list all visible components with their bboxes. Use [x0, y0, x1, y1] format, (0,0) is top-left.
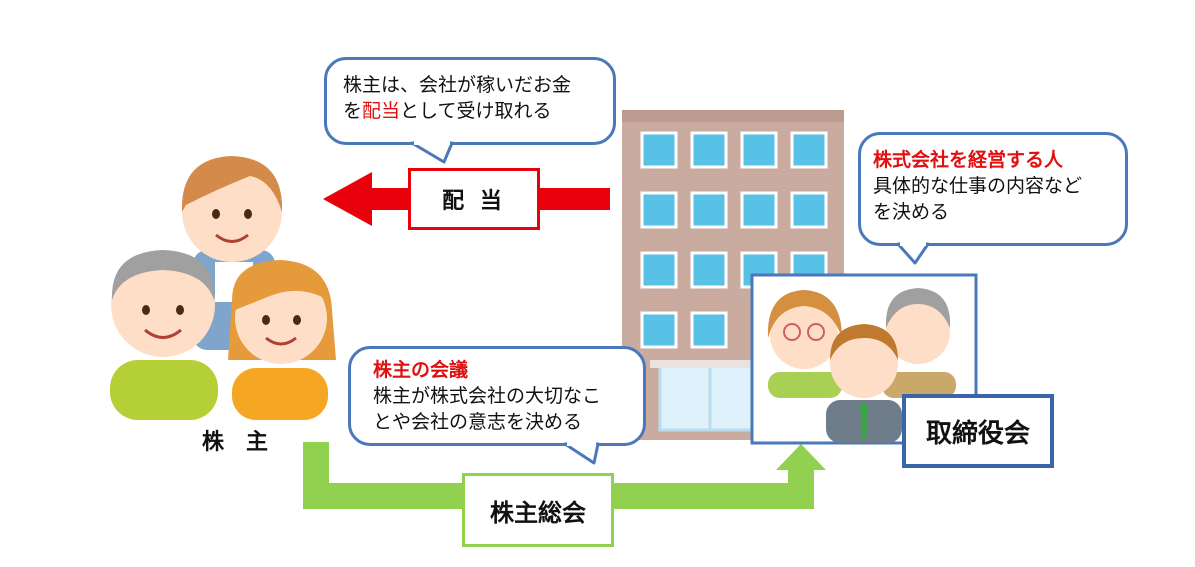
management-bubble-line2: を決める [873, 201, 950, 223]
dividend-bubble-line1: 株主は、会社が稼いだお金 [343, 74, 572, 96]
shareholders-label: 株 主 [201, 430, 268, 455]
management-bubble-title: 株式会社を経営する人 [873, 149, 1064, 171]
management-bubble-tail [896, 242, 930, 265]
dividend-bubble-line2: を配当として受け取れる [343, 100, 552, 122]
dividend-label: 配 当 [408, 168, 540, 230]
meeting-bubble-title: 株主の会議 [373, 359, 469, 381]
management-bubble-line1: 具体的な仕事の内容など [873, 175, 1083, 197]
dividend-highlight: 配当 [362, 100, 401, 122]
board-of-directors-label: 取締役会 [902, 394, 1054, 468]
meeting-bubble-tail [563, 442, 600, 465]
shareholders-illustration [110, 156, 336, 420]
management-bubble: 株式会社を経営する人 具体的な仕事の内容など を決める [858, 132, 1128, 246]
meeting-bubble-line2: とや会社の意志を決める [373, 411, 583, 433]
shareholders-meeting-bubble: 株主の会議 株主が株式会社の大切なこ とや会社の意志を決める [348, 346, 646, 446]
meeting-bubble-line1: 株主が株式会社の大切なこ [373, 385, 602, 407]
dividend-bubble-tail [410, 141, 454, 164]
general-meeting-label: 株主総会 [462, 473, 614, 547]
dividend-bubble: 株主は、会社が稼いだお金 を配当として受け取れる [324, 57, 616, 145]
